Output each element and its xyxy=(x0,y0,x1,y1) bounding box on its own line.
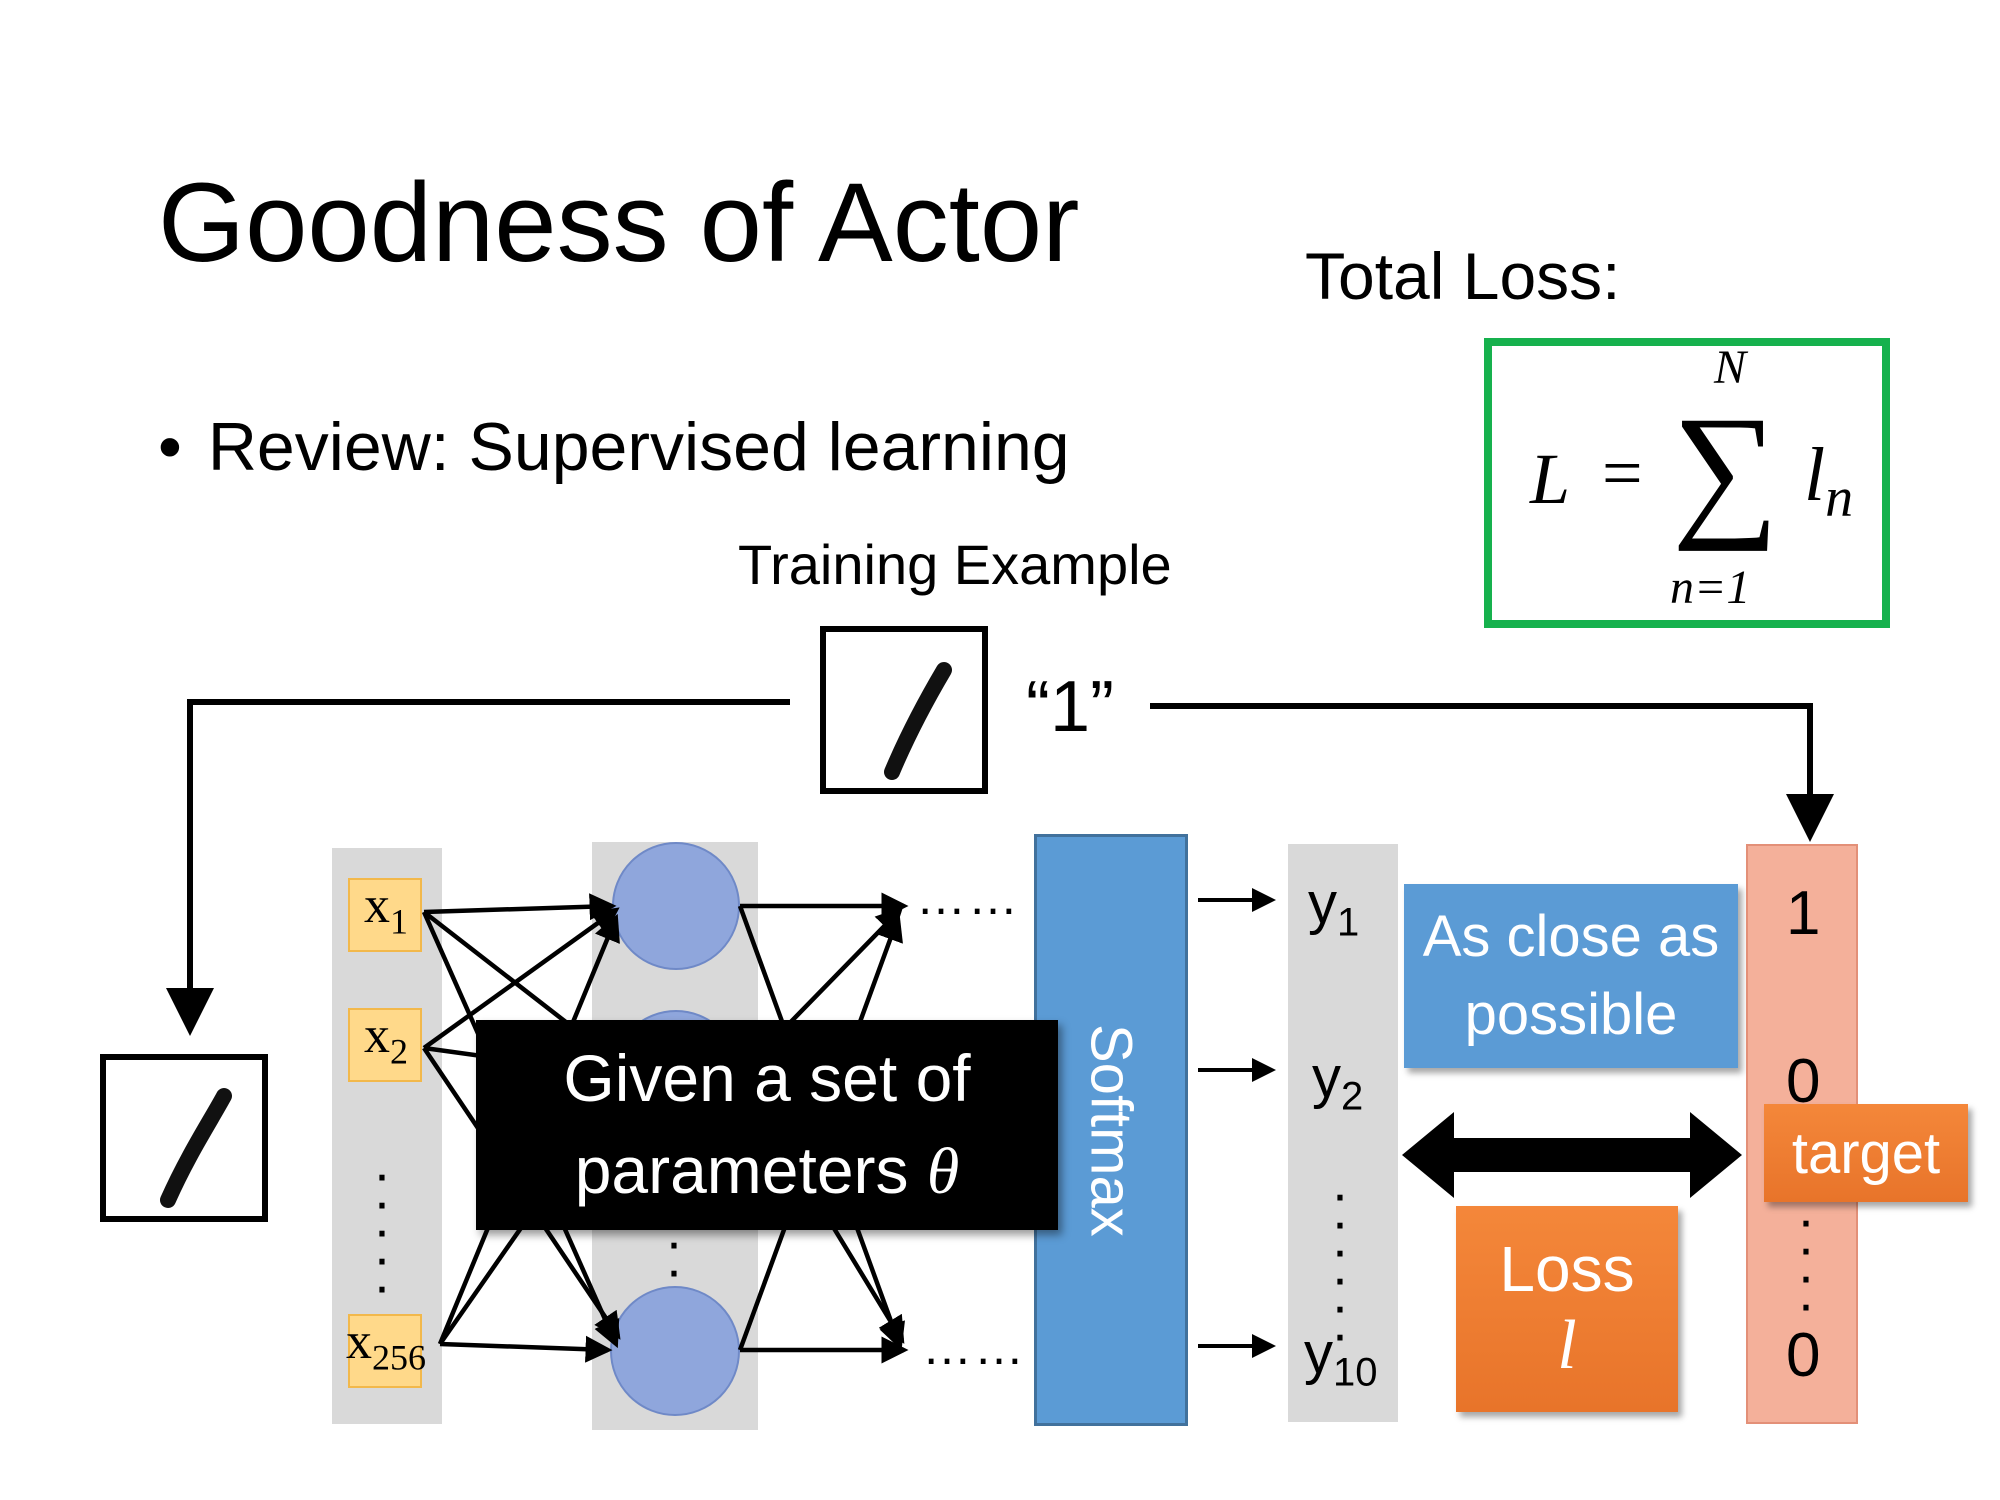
output-label-2-sub: 2 xyxy=(1341,1074,1364,1119)
input-label-2-base: x xyxy=(364,1007,390,1064)
output-label-10-sub: 10 xyxy=(1333,1350,1378,1395)
handwritten-one-icon xyxy=(160,1088,232,1208)
given-parameters-box: Given a set of parameters θ xyxy=(476,1020,1058,1230)
output-label-2: y2 xyxy=(1312,1044,1363,1120)
input-label-256-sub: 256 xyxy=(372,1337,426,1378)
double-arrow-icon xyxy=(1402,1112,1742,1198)
formula-lhs: L xyxy=(1530,439,1571,519)
formula-upper-limit: N xyxy=(1714,341,1747,394)
output-label-1-sub: 1 xyxy=(1337,900,1360,945)
target-vertical-dots: ···· xyxy=(1797,1190,1815,1334)
close-box-line-2: possible xyxy=(1464,982,1678,1047)
bullet-text: Review: Supervised learning xyxy=(207,409,1070,485)
target-value-1: 1 xyxy=(1786,879,1821,948)
input-vertical-dots: ······ xyxy=(373,1144,391,1341)
input-node-1 xyxy=(348,878,422,952)
loss-symbol: l xyxy=(1557,1307,1577,1384)
formula-term: ln xyxy=(1804,432,1853,530)
given-line-2-text: parameters xyxy=(574,1133,909,1207)
formula-lower-limit: n=1 xyxy=(1670,561,1751,614)
output-label-10: y10 xyxy=(1304,1320,1378,1396)
hidden-neuron-1 xyxy=(612,842,740,970)
input-label-256: x256 xyxy=(346,1312,426,1378)
formula-term-sub: n xyxy=(1825,467,1854,530)
target-tag: target xyxy=(1764,1104,1968,1202)
output-layer-column xyxy=(1288,844,1398,1422)
bullet-dot: • xyxy=(158,409,182,485)
input-label-2: x2 xyxy=(364,1006,408,1072)
input-node-2 xyxy=(348,1008,422,1082)
hidden-dots-bottom: …… xyxy=(922,1319,1026,1375)
input-label-1: x1 xyxy=(364,876,408,942)
loss-box: Loss l xyxy=(1456,1206,1678,1412)
hidden-dots-top: …… xyxy=(916,869,1020,925)
loss-text: Loss xyxy=(1499,1233,1635,1305)
output-label-2-base: y xyxy=(1312,1045,1341,1110)
formula-equals: = xyxy=(1602,433,1643,513)
given-line-2: parameters θ xyxy=(575,1124,960,1218)
output-label-1-base: y xyxy=(1308,871,1337,936)
input-label-1-sub: 1 xyxy=(390,901,408,942)
bullet-item: • Review: Supervised learning xyxy=(158,408,1070,486)
label-quote: “1” xyxy=(1026,667,1114,747)
training-digit-image xyxy=(820,626,988,794)
theta-symbol: θ xyxy=(926,1135,960,1208)
close-box-line-1: As close as xyxy=(1422,904,1720,969)
input-label-2-sub: 2 xyxy=(390,1031,408,1072)
output-vertical-dots: ······ xyxy=(1331,1164,1349,1364)
handwritten-one-icon xyxy=(884,662,952,780)
input-label-256-base: x xyxy=(346,1313,372,1370)
target-value-3: 0 xyxy=(1786,1321,1821,1390)
softmax-label: Softmax xyxy=(1078,1023,1144,1237)
as-close-as-possible-box: As close as possible xyxy=(1404,884,1738,1068)
slide-title: Goodness of Actor xyxy=(158,160,1080,285)
total-loss-label: Total Loss: xyxy=(1305,239,1621,313)
input-label-1-base: x xyxy=(364,877,390,934)
input-node-256 xyxy=(348,1314,422,1388)
formula-term-l: l xyxy=(1804,433,1826,517)
formula-box: L = ∑ N n=1 ln xyxy=(1484,338,1890,628)
input-digit-image xyxy=(100,1054,268,1222)
training-example-label: Training Example xyxy=(738,533,1172,596)
output-label-10-base: y xyxy=(1304,1321,1333,1386)
given-line-1: Given a set of xyxy=(563,1041,971,1115)
output-label-1: y1 xyxy=(1308,870,1359,946)
formula-sum-sign: ∑ xyxy=(1672,386,1779,552)
